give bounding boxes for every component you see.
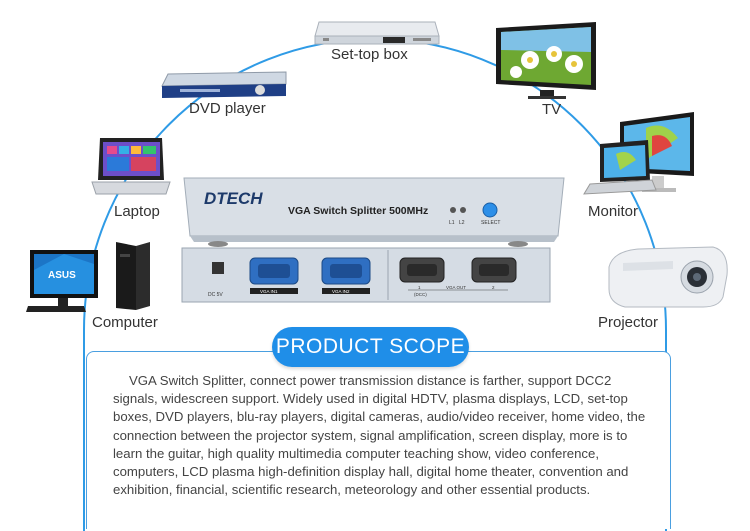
- laptop-label: Laptop: [114, 203, 160, 220]
- product-scope-text: VGA Switch Splitter, connect power trans…: [113, 373, 646, 498]
- computer-label: Computer: [92, 314, 158, 331]
- projector-image: [608, 246, 728, 308]
- led2-label: L2: [459, 220, 465, 226]
- vga-in1-label: VGA IN1: [260, 289, 278, 294]
- tv-image: [496, 22, 596, 99]
- vga-out-1-sub: (DCC): [414, 292, 427, 297]
- product-scope-title: PRODUCT SCOPE: [272, 327, 469, 367]
- product-scope-panel: [86, 351, 671, 529]
- dvd-player-label: DVD player: [189, 100, 266, 117]
- computer-image: ASUS: [26, 242, 150, 312]
- projector-label: Projector: [598, 314, 659, 331]
- select-button: [482, 202, 498, 218]
- led1-label: L1: [449, 220, 455, 226]
- vga-splitter-image: DTECH VGA Switch Splitter 500MHz L1 L2 S…: [181, 177, 565, 303]
- monitor-image: [583, 112, 694, 195]
- brand-logo: DTECH: [204, 189, 263, 208]
- vga-out-1: 1: [418, 285, 421, 290]
- set-top-box-image: [314, 21, 440, 45]
- dc-label: DC 5V: [208, 292, 223, 298]
- model-label: VGA Switch Splitter 500MHz: [288, 205, 428, 217]
- set-top-box-label: Set-top box: [331, 46, 408, 63]
- dvd-player-image: [161, 71, 287, 98]
- vga-out-2: 2: [492, 285, 495, 290]
- select-label: SELECT: [481, 220, 500, 226]
- laptop-image: [91, 138, 171, 195]
- vga-out-label: VGA OUT: [446, 285, 466, 290]
- vga-in2-label: VGA IN2: [332, 289, 350, 294]
- monitor-label: Monitor: [588, 203, 639, 220]
- tv-label: TV: [542, 101, 562, 118]
- svg-text:ASUS: ASUS: [48, 270, 76, 281]
